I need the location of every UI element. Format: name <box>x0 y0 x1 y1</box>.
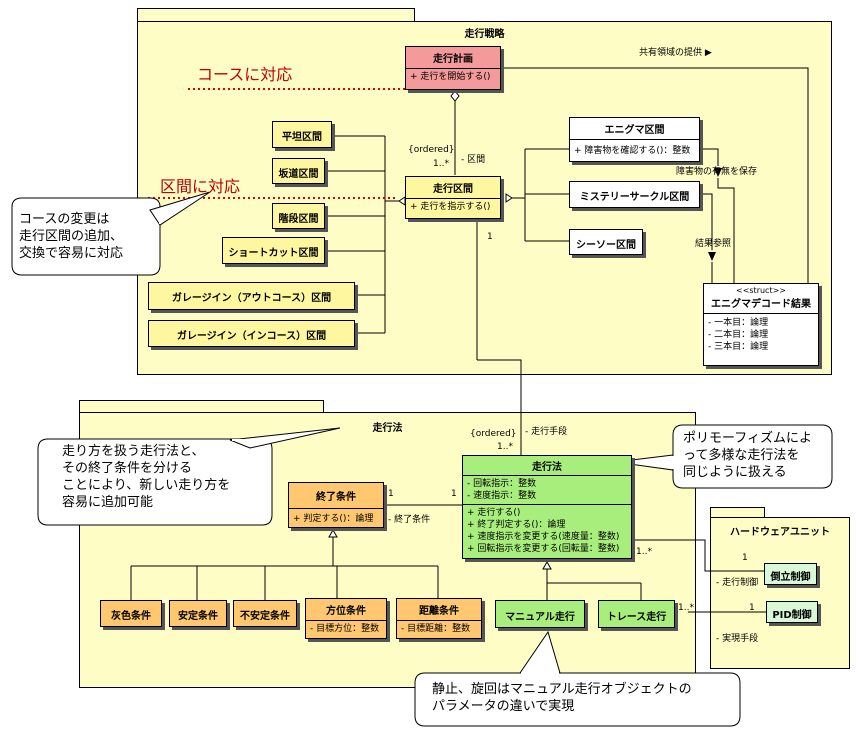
class-travel-method-name: 走行法 <box>463 456 631 476</box>
label-role-endcond: - 終了条件 <box>388 515 431 525</box>
class-enigma-decode-result-attrs: - 一本目：論理 - 二本目：論理 - 三本目：論理 <box>704 314 818 355</box>
label-mult-1star-a: 1..* <box>433 159 449 169</box>
note-method-split: 走り方を扱う走行法と、 その終了条件を分ける ことにより、新しい走り方を 容易に… <box>62 444 231 510</box>
class-trace-travel-name: トレース走行 <box>606 612 667 623</box>
label-role-drive-ctrl: - 走行制御 <box>716 578 759 588</box>
label-one-a: 1 <box>487 232 493 242</box>
class-slope-section-name: 坂道区間 <box>278 169 319 180</box>
annotation-course: コースに対応 <box>197 65 293 84</box>
class-direction-condition[interactable]: 方位条件 - 目標方位：整数 <box>305 598 387 639</box>
class-gray-condition-name: 灰色条件 <box>111 611 151 622</box>
attr-speed: - 速度指示：整数 <box>467 491 537 501</box>
class-garage-in-section-name: ガレージイン（インコース）区間 <box>176 331 327 342</box>
class-direction-condition-attr: - 目標方位：整数 <box>310 624 380 634</box>
class-stable-condition-name: 安定条件 <box>178 611 218 622</box>
label-obstacle-save: 障害物の有無を保存 <box>676 167 758 177</box>
class-garage-in-section[interactable]: ガレージイン（インコース）区間 <box>148 320 355 347</box>
class-balance-control[interactable]: 倒立制御 <box>764 563 817 585</box>
class-travel-plan[interactable]: 走行計画 + 走行を開始する() <box>405 46 501 90</box>
class-travel-section-op: + 走行を指示する() <box>410 202 491 212</box>
class-stable-condition[interactable]: 安定条件 <box>169 600 227 627</box>
class-unstable-condition-name: 不安定条件 <box>240 611 290 622</box>
class-enigma-decode-result[interactable]: <<struct>> エニグマデコード結果 - 一本目：論理 - 二本目：論理 … <box>703 283 819 366</box>
strategy-package-title: 走行戦略 <box>464 29 505 40</box>
annotation-section: 区間に対応 <box>160 177 241 196</box>
class-distance-condition-attr: - 目標距離：整数 <box>401 624 471 634</box>
op-change-rotation: + 回転指示を変更する(回転量：整数) <box>467 544 620 554</box>
class-enigma-section[interactable]: エニグマ区間 + 障害物を確認する()：整数 <box>569 117 700 162</box>
class-gray-condition[interactable]: 灰色条件 <box>100 600 162 627</box>
class-garage-out-section[interactable]: ガレージイン（アウトコース）区間 <box>148 282 355 310</box>
class-manual-travel[interactable]: マニュアル走行 <box>495 600 585 628</box>
class-unstable-condition[interactable]: 不安定条件 <box>233 600 297 627</box>
class-flat-section[interactable]: 平坦区間 <box>272 121 332 148</box>
class-slope-section[interactable]: 坂道区間 <box>272 158 325 184</box>
class-travel-section-name: 走行区間 <box>406 177 500 199</box>
label-one-c: 1 <box>451 489 457 499</box>
class-travel-plan-name: 走行計画 <box>406 47 500 69</box>
class-direction-condition-name: 方位条件 <box>306 599 386 621</box>
class-manual-travel-name: マニュアル走行 <box>505 612 575 623</box>
label-mult-1star-c: 1..* <box>636 547 652 557</box>
note-course-change: コースの変更は 走行区間の追加、 交換で容易に対応 <box>19 212 124 261</box>
attr-second: - 二本目：論理 <box>708 330 769 340</box>
class-enigma-section-name: エニグマ区間 <box>570 118 699 140</box>
attr-third: - 三本目：論理 <box>708 342 769 352</box>
class-enigma-decode-result-stereotype: <<struct>> <box>735 286 786 295</box>
class-seesaw-section-name: シーソー区間 <box>576 240 636 251</box>
class-seesaw-section[interactable]: シーソー区間 <box>569 229 643 255</box>
label-mult-1star-b: 1..* <box>497 442 513 452</box>
class-trace-travel[interactable]: トレース走行 <box>598 600 675 628</box>
class-end-condition[interactable]: 終了条件 + 判定する()：論理 <box>288 482 384 528</box>
class-stairs-section[interactable]: 階段区間 <box>272 203 325 229</box>
attr-first: - 一本目：論理 <box>708 318 769 328</box>
class-garage-out-section-name: ガレージイン（アウトコース）区間 <box>171 293 332 304</box>
note-polymorphism: ポリモーフィズムによ って多様な走行法を 同じように扱える <box>683 431 812 480</box>
class-travel-method-ops: + 走行する() + 終了判定する()：論理 + 速度指示を変更する(速度量：整… <box>463 505 631 557</box>
class-travel-method[interactable]: 走行法 - 回転指示：整数 - 速度指示：整数 + 走行する() + 終了判定す… <box>462 455 632 559</box>
method-package-title: 走行法 <box>372 423 403 434</box>
class-enigma-decode-result-name: エニグマデコード結果 <box>704 295 818 314</box>
op-change-speed: + 速度指示を変更する(速度量：整数) <box>467 532 620 542</box>
class-pid-control-name: PID制御 <box>772 610 812 621</box>
class-shortcut-section[interactable]: ショートカット区間 <box>222 237 325 264</box>
class-flat-section-name: 平坦区間 <box>282 132 322 143</box>
hardware-package-title: ハードウェアユニット <box>730 527 830 538</box>
label-role-method: - 走行手段 <box>525 427 568 437</box>
class-pid-control[interactable]: PID制御 <box>766 601 818 623</box>
class-distance-condition[interactable]: 距離条件 - 目標距離：整数 <box>396 598 482 639</box>
label-result-ref: 結果参照 <box>695 239 732 249</box>
label-mult-1star-d: 1..* <box>678 603 694 613</box>
label-one-d: 1 <box>742 553 748 563</box>
class-travel-method-attrs: - 回転指示：整数 - 速度指示：整数 <box>463 476 631 505</box>
note-static-turn: 静止、旋回はマニュアル走行オブジェクトの パラメータの違いで実現 <box>432 682 692 714</box>
class-balance-control-name: 倒立制御 <box>770 572 811 583</box>
label-ordered-1: {ordered} <box>408 145 455 155</box>
op-end-judge: + 終了判定する()：論理 <box>467 520 566 530</box>
op-run: + 走行する() <box>467 508 521 518</box>
class-travel-section[interactable]: 走行区間 + 走行を指示する() <box>405 176 501 219</box>
label-one-b: 1 <box>388 489 394 499</box>
class-travel-plan-op: + 走行を開始する() <box>410 72 491 82</box>
class-mystery-section[interactable]: ミステリーサークル区間 <box>569 181 700 208</box>
label-role-impl: - 実現手段 <box>716 634 759 644</box>
class-enigma-section-op: + 障害物を確認する()：整数 <box>574 146 691 156</box>
hardware-package: ハードウェアユニット <box>710 517 850 669</box>
class-end-condition-op: + 判定する()：論理 <box>293 514 374 524</box>
label-role-section: - 区間 <box>461 155 486 165</box>
class-mystery-section-name: ミステリーサークル区間 <box>579 192 690 203</box>
class-distance-condition-name: 距離条件 <box>397 599 481 621</box>
class-stairs-section-name: 階段区間 <box>278 214 319 225</box>
label-shared-domain: 共有領域の提供 ▶ <box>639 48 712 58</box>
label-ordered-2: {ordered} <box>470 429 517 439</box>
label-one-e: 1 <box>749 603 755 613</box>
attr-rotation: - 回転指示：整数 <box>467 479 537 489</box>
class-end-condition-name: 終了条件 <box>289 483 383 509</box>
class-shortcut-section-name: ショートカット区間 <box>228 248 319 259</box>
